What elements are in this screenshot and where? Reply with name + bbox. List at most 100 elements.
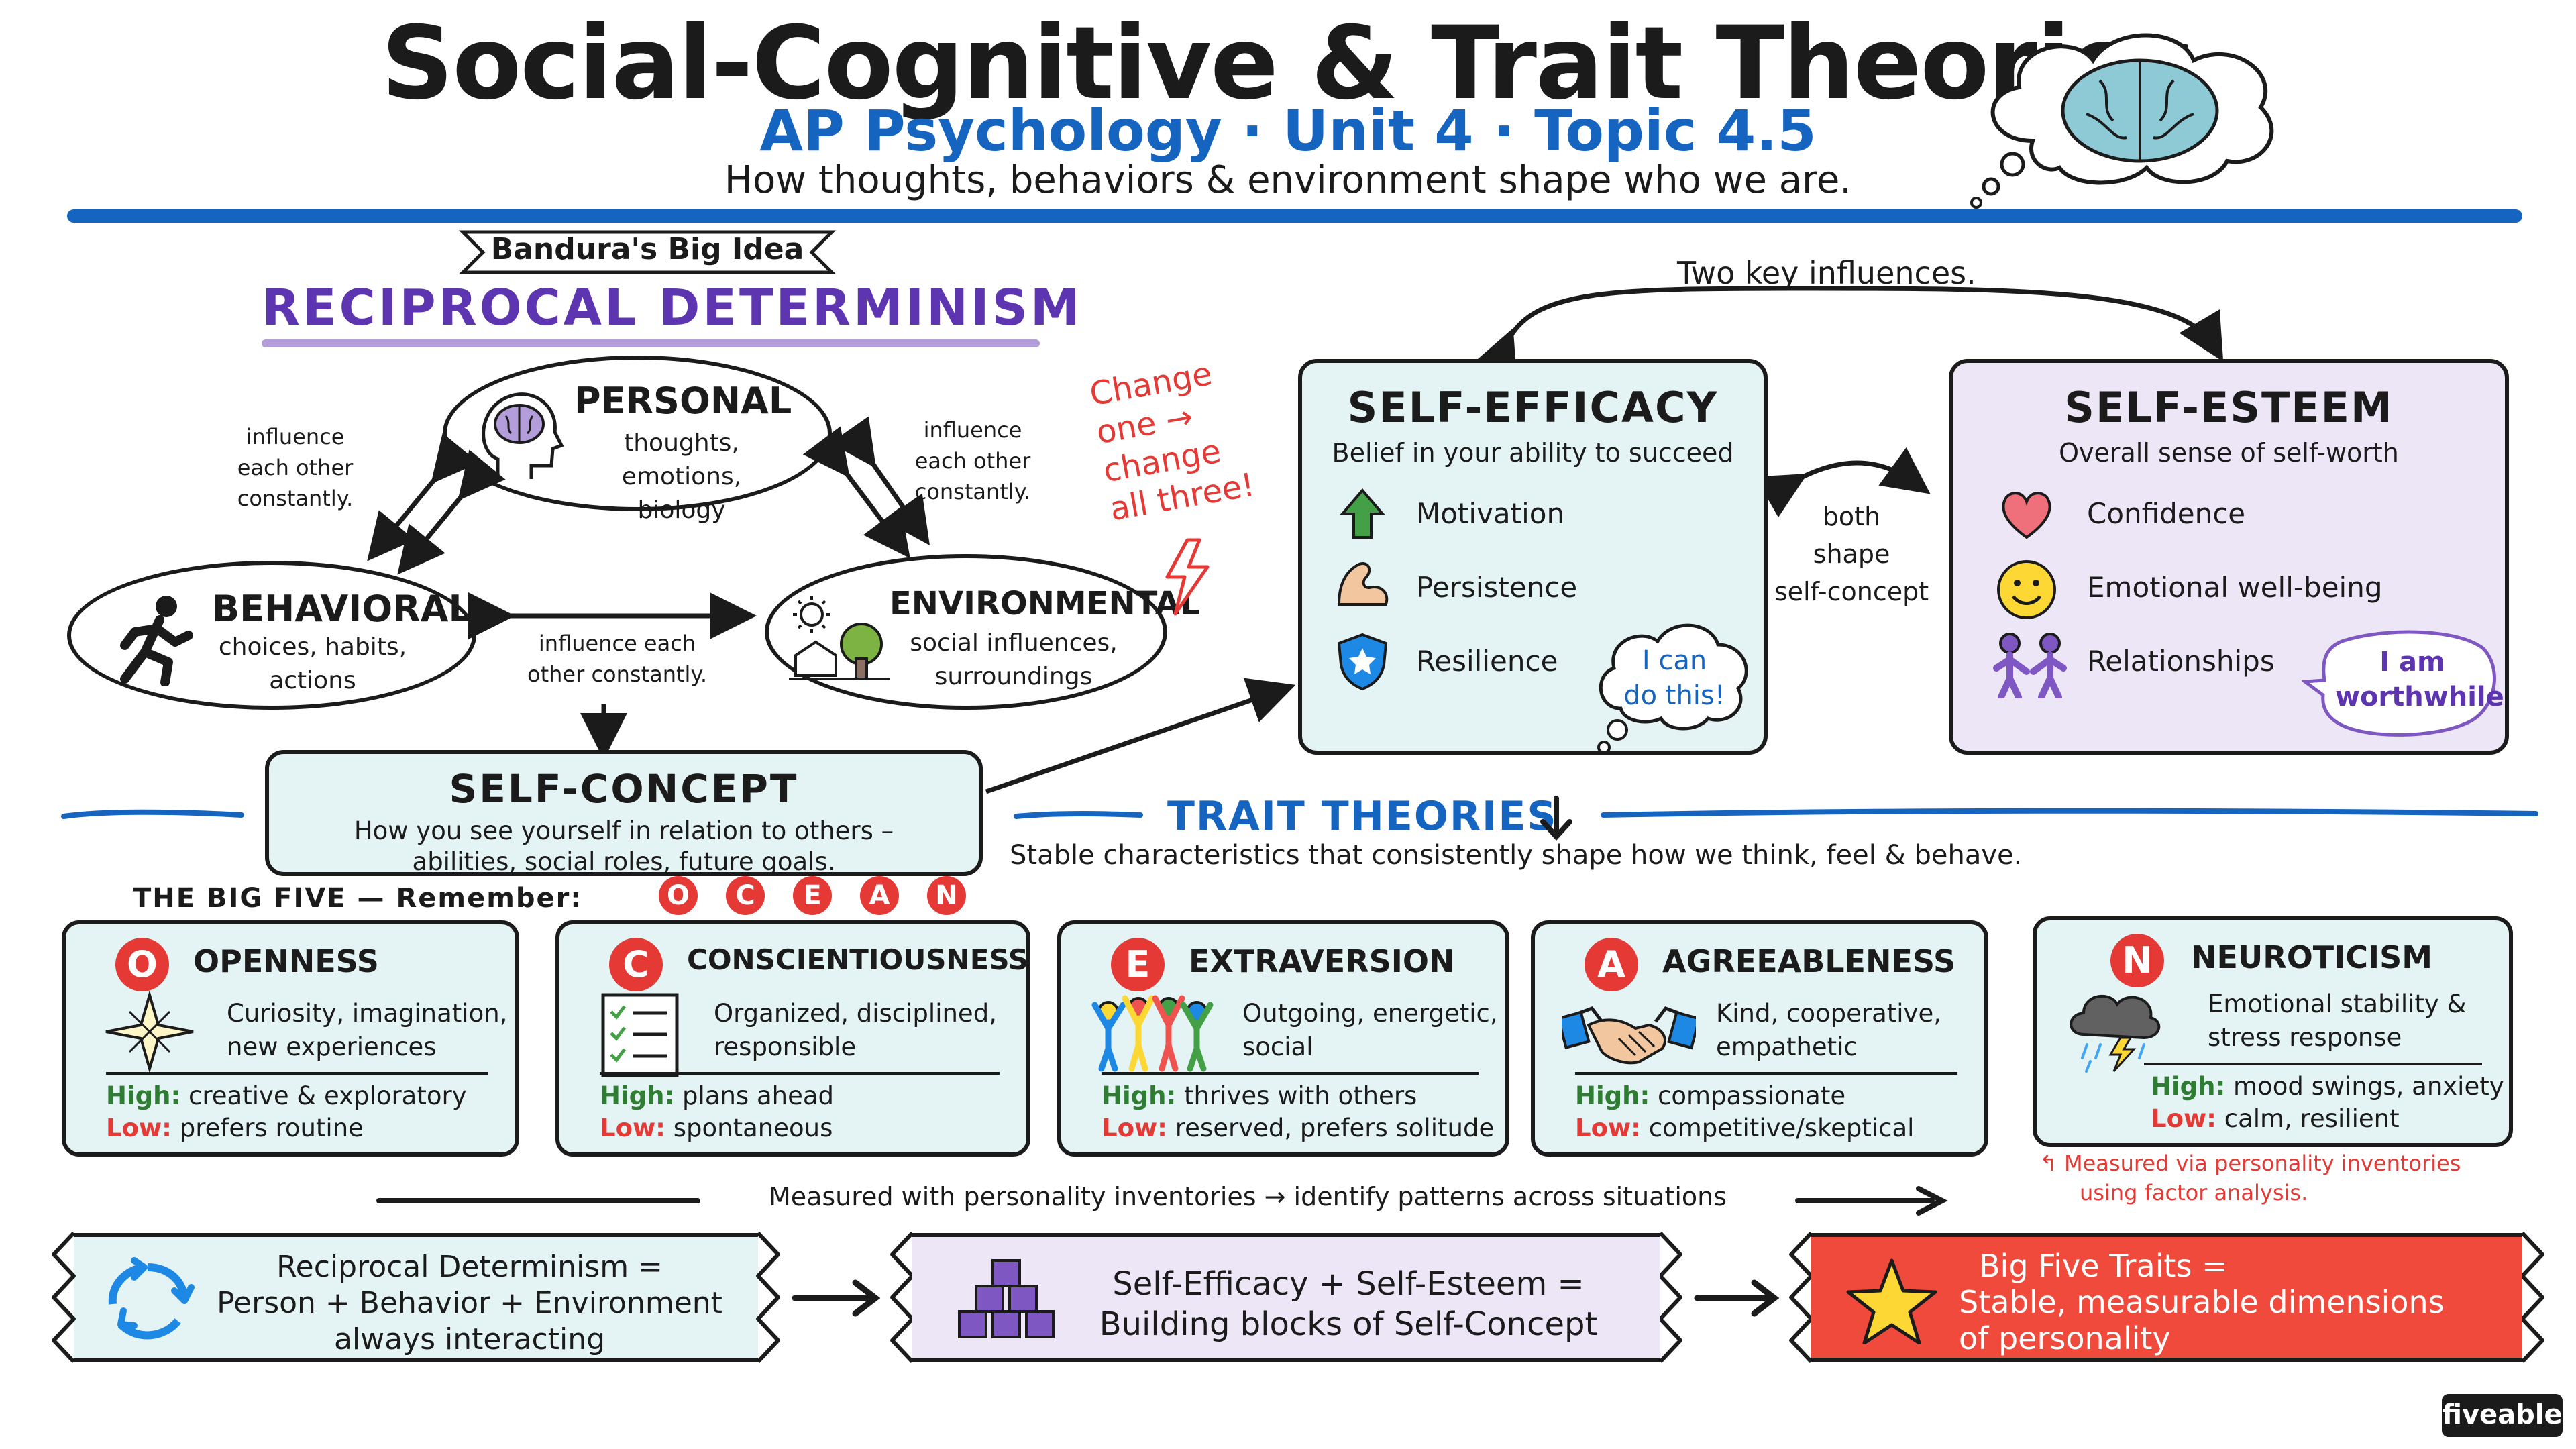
self-concept-desc-1: How you see yourself in relation to othe… [354,816,894,845]
summary-self-2: Building blocks of Self-Concept [1099,1305,1598,1343]
trait-low-neuroticism: Low: calm, resilient [2151,1104,2400,1133]
measured-line: Measured with personality inventories → … [768,1182,1727,1212]
trait-desc-extraversion: Outgoing, energetic, social [1242,997,1498,1064]
esteem-item-wellbeing: Emotional well-being [2087,571,2383,604]
trait-theories-title: TRAIT THEORIES [1167,793,1558,840]
esteem-bubble-2: worthwhile [2335,682,2504,712]
trait-divider [1575,1072,1957,1075]
ocean-dot-c: C [726,876,765,915]
trait-divider [2144,1063,2482,1065]
low-label: Low: [600,1114,665,1142]
lightning-icon [1165,538,1210,616]
high-value: creative & exploratory [189,1081,467,1110]
behavioral-desc-1: choices, habits, [218,633,407,661]
flexed-arm-icon [1337,562,1389,606]
trait-card-neuroticism: N NEUROTICISM Emotional stability & stre… [2033,916,2513,1147]
efficacy-bubble-text: I can do this! [1607,643,1741,713]
note-right-3: constantly. [914,479,1031,504]
high-value: plans ahead [682,1081,835,1110]
thought-bubble-icon [1597,623,1748,754]
low-value: spontaneous [673,1114,833,1142]
influences-label: Two key influences. [1677,255,1976,291]
high-value: thrives with others [1184,1081,1417,1110]
smiley-icon [1997,560,2056,619]
trait-card-openness: O OPENNESS Curiosity, imagination, new e… [62,920,519,1157]
trait-letter-e: E [1111,938,1165,991]
trait-letter-c: C [609,938,663,991]
both-shape-note: both shape self-concept [1771,498,1932,610]
behavioral-node: BEHAVIORAL choices, habits, actions [67,561,476,710]
cycle-arrows-icon [108,1257,195,1340]
summary-bigfive-text: Big Five Traits = Stable, measurable dim… [1959,1248,2496,1356]
trait-divider [600,1072,1000,1075]
measured-note: ↰ Measured via personality inventories u… [2039,1148,2461,1208]
environmental-desc: social influences, surroundings [890,627,1138,694]
low-value: calm, resilient [2224,1104,2400,1133]
trait-name-neuroticism: NEUROTICISM [2191,939,2433,975]
trait-desc-extraversion-1: Outgoing, energetic, [1242,999,1498,1028]
trait-high-neuroticism: High: mood swings, anxiety [2151,1072,2504,1101]
trait-low-extraversion: Low: reserved, prefers solitude [1102,1114,1494,1142]
ocean-dot-o: O [659,876,698,915]
trait-high-extraversion: High: thrives with others [1102,1081,1417,1110]
trait-low-agreeableness: Low: competitive/skeptical [1575,1114,1914,1142]
note-left-1: influence [246,424,345,449]
fiveable-logo[interactable]: fiveable [2442,1394,2563,1437]
esteem-bubble-1: I am [2379,647,2445,678]
handshake-icon [1562,1006,1696,1065]
influence-note-right: influence each other constantly. [906,415,1040,507]
blocks-pyramid-icon [958,1259,1055,1338]
high-value: mood swings, anxiety [2233,1072,2504,1101]
trait-card-agreeableness: A AGREEABLENESS Kind, cooperative, empat… [1531,920,1988,1157]
big-five-label: THE BIG FIVE — Remember: [133,883,583,914]
checklist-icon [601,993,679,1077]
measured-note-2: using factor analysis. [2080,1180,2308,1205]
self-efficacy-box: SELF-EFFICACY Belief in your ability to … [1298,359,1768,755]
self-efficacy-title: SELF-EFFICACY [1347,383,1719,432]
self-esteem-box: SELF-ESTEEM Overall sense of self-worth … [1949,359,2509,755]
environment-sun-tree-icon [789,596,890,680]
low-label: Low: [1102,1114,1167,1142]
trait-desc-neuroticism-1: Emotional stability & [2208,989,2467,1018]
both-shape-1: both [1822,502,1881,531]
ocean-dot-n: N [927,876,966,915]
summary-self-1: Self-Efficacy + Self-Esteem = [1112,1265,1585,1303]
trait-low-conscientiousness: Low: spontaneous [600,1114,833,1142]
efficacy-item-persistence: Persistence [1416,571,1578,604]
esteem-item-relationships: Relationships [2087,645,2275,678]
high-label: High: [2151,1072,2226,1101]
running-person-icon [120,596,193,686]
trait-desc-openness-1: Curiosity, imagination, [227,999,508,1028]
speech-bubble-icon [2302,630,2496,737]
section-divider [61,808,2538,819]
trait-name-extraversion: EXTRAVERSION [1189,943,1455,979]
trait-desc-neuroticism: Emotional stability & stress response [2208,987,2466,1055]
personal-desc-1: thoughts, emotions, [621,429,742,490]
esteem-item-confidence: Confidence [2087,497,2246,530]
influence-note-left: influence each other constantly. [228,421,362,514]
summary-reciprocal-text: Reciprocal Determinism = Person + Behavi… [208,1249,731,1358]
shield-icon [1337,633,1388,691]
influence-note-bottom: influence each other constantly. [510,628,724,690]
trait-desc-conscientiousness: Organized, disciplined, responsible [714,997,997,1064]
high-label: High: [1102,1081,1177,1110]
self-concept-box: SELF-CONCEPT How you see yourself in rel… [265,750,983,876]
star-icon [1846,1258,1937,1344]
high-value: compassionate [1658,1081,1846,1110]
ribbon-text: Bandura's Big Idea [490,232,804,266]
trait-letter-a: A [1585,938,1638,991]
measured-arrow [376,1186,1948,1216]
trait-high-conscientiousness: High: plans ahead [600,1081,834,1110]
high-label: High: [1575,1081,1650,1110]
note-left-3: constantly. [237,486,354,511]
self-concept-desc-2: abilities, social roles, future goals. [412,847,836,876]
trait-desc-extraversion-2: social [1242,1032,1313,1061]
note-bottom-2: other constantly. [527,661,707,687]
trait-theories-desc: Stable characteristics that consistently… [1010,840,2023,871]
measured-note-1: ↰ Measured via personality inventories [2039,1150,2461,1176]
trait-letter-o: O [115,938,169,991]
efficacy-bubble-2: do this! [1623,680,1725,711]
heading-underline [262,339,1040,347]
reciprocal-heading: RECIPROCAL DETERMINISM [262,279,1083,337]
